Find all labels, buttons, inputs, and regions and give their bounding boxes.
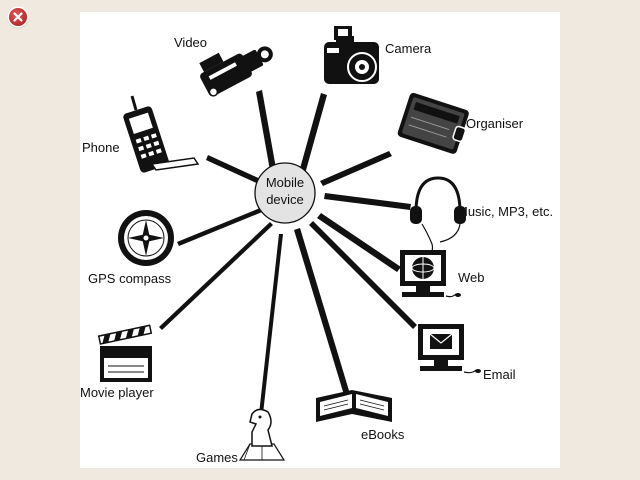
label-ebooks: eBooks bbox=[361, 427, 405, 442]
organiser-icon bbox=[397, 92, 469, 154]
mobile-phone-icon bbox=[123, 95, 200, 173]
web-monitor-icon bbox=[400, 250, 461, 298]
video-camera-icon bbox=[199, 46, 273, 97]
spoke-email bbox=[309, 221, 417, 329]
open-book-icon bbox=[316, 390, 392, 422]
hub-label-line2: device bbox=[266, 192, 304, 207]
clapperboard-icon bbox=[97, 324, 153, 382]
label-games: Games bbox=[196, 450, 238, 465]
close-button[interactable] bbox=[9, 8, 27, 26]
hub-label-line1: Mobile bbox=[266, 175, 304, 190]
label-camera: Camera bbox=[385, 41, 432, 56]
label-movie-player: Movie player bbox=[80, 385, 154, 400]
spoke-web bbox=[317, 213, 401, 272]
spoke-organiser bbox=[320, 151, 392, 186]
spoke-phone bbox=[206, 155, 265, 186]
label-web: Web bbox=[458, 270, 485, 285]
close-icon bbox=[13, 12, 23, 22]
label-phone: Phone bbox=[82, 140, 120, 155]
spoke-movie bbox=[159, 222, 273, 330]
mobile-device-diagram: Mobile device Video Camera bbox=[80, 26, 553, 465]
email-monitor-icon bbox=[418, 324, 481, 374]
label-organiser: Organiser bbox=[466, 116, 524, 131]
spoke-camera bbox=[299, 93, 327, 174]
spokes bbox=[159, 90, 417, 414]
spoke-games bbox=[259, 234, 283, 414]
compass-icon bbox=[118, 210, 174, 266]
chess-knight-icon bbox=[238, 408, 286, 461]
mobile-device-hub: Mobile device bbox=[254, 162, 316, 224]
spoke-ebooks bbox=[294, 228, 350, 395]
label-email: Email bbox=[483, 367, 516, 382]
label-video: Video bbox=[174, 35, 207, 50]
diagram-panel: Mobile device Video Camera bbox=[80, 12, 560, 468]
spoke-music bbox=[324, 193, 411, 210]
camera-icon bbox=[324, 26, 379, 84]
label-gps-compass: GPS compass bbox=[88, 271, 172, 286]
spoke-video bbox=[256, 90, 277, 176]
spoke-gps bbox=[177, 206, 267, 246]
label-music: Music, MP3, etc. bbox=[457, 204, 553, 219]
